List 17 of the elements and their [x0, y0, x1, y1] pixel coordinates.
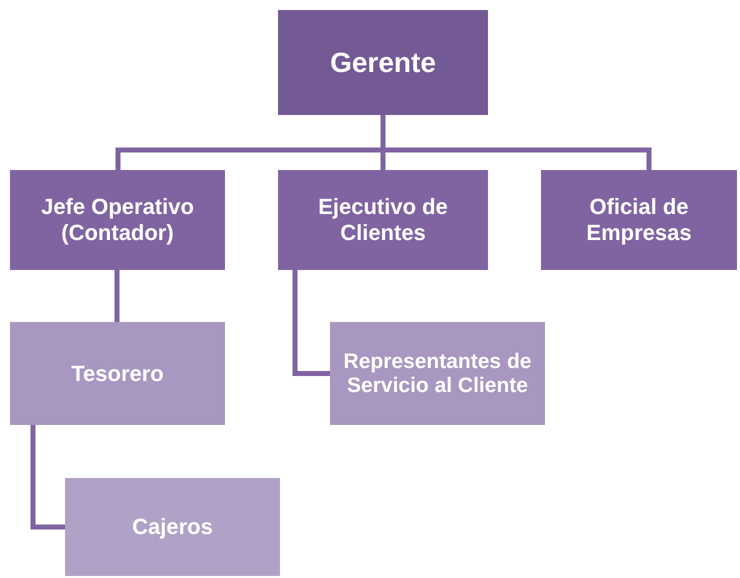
org-box — [278, 170, 488, 270]
org-box — [330, 322, 545, 425]
connector-line — [292, 270, 330, 376]
role-title: Oficial de Empresas — [585, 194, 693, 246]
role-title: Gerente — [330, 46, 436, 78]
org-box — [10, 170, 225, 270]
role-title: Representantes de Servicio al Cliente — [342, 350, 532, 398]
role-title: Cajeros — [132, 514, 213, 540]
connector-line — [30, 425, 65, 530]
org-box — [541, 170, 737, 270]
role-title: Ejecutivo de Clientes — [317, 194, 449, 246]
role-title: Tesorero — [71, 360, 164, 386]
org-box — [65, 478, 280, 576]
org-box — [278, 10, 488, 115]
role-title: Jefe Operativo (Contador) — [40, 194, 195, 246]
org-box — [10, 322, 225, 425]
connector-line — [114, 270, 120, 322]
